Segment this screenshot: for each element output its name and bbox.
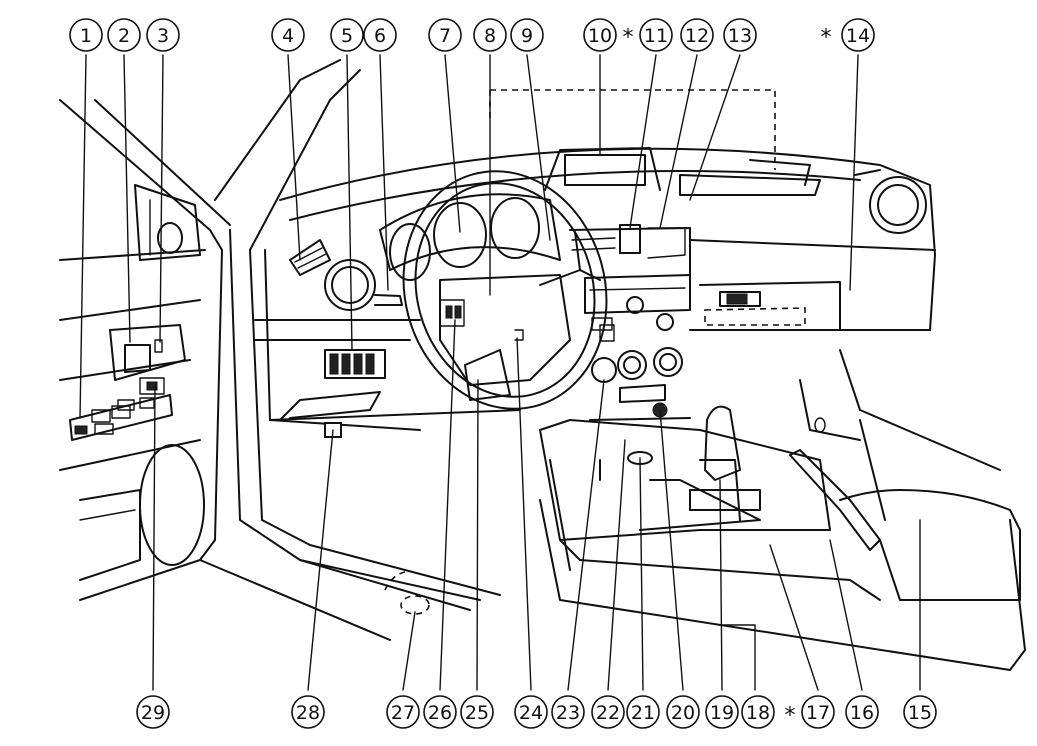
handbrake bbox=[789, 449, 1021, 601]
callout-4-label: 4 bbox=[282, 25, 294, 47]
callout-17: 17 bbox=[801, 695, 835, 729]
callout-12: 12 bbox=[680, 18, 714, 52]
callout-3-label: 3 bbox=[157, 25, 169, 47]
callout-24: 24 bbox=[514, 695, 548, 729]
callout-9: 9 bbox=[510, 18, 544, 52]
a-pillar bbox=[199, 59, 501, 641]
callout-19: 19 bbox=[705, 695, 739, 729]
callout-7: 7 bbox=[428, 18, 462, 52]
callout-23: 23 bbox=[551, 695, 585, 729]
callout-2-label: 2 bbox=[118, 25, 130, 47]
callout-18: 18 bbox=[741, 695, 775, 729]
callout-22-label: 22 bbox=[596, 702, 620, 724]
callout-8-label: 8 bbox=[484, 25, 496, 47]
callout-20: 20 bbox=[666, 695, 700, 729]
callout-14: 14 bbox=[841, 18, 875, 52]
callout-6: 6 bbox=[363, 18, 397, 52]
callout-25: 25 bbox=[460, 695, 494, 729]
callout-15: 15 bbox=[903, 695, 937, 729]
callout-13-label: 13 bbox=[728, 25, 752, 47]
callout-21: 21 bbox=[626, 695, 660, 729]
callout-19-label: 19 bbox=[710, 702, 734, 724]
callout-12-label: 12 bbox=[685, 25, 709, 47]
passenger-airbag bbox=[679, 159, 821, 196]
callout-24-label: 24 bbox=[519, 702, 543, 724]
left-air-vent bbox=[289, 239, 331, 276]
callout-16: 16 bbox=[845, 695, 879, 729]
dashboard bbox=[254, 89, 1026, 671]
callout-27: 27 bbox=[386, 695, 420, 729]
callout-29: 29 bbox=[136, 695, 170, 729]
callout-1-label: 1 bbox=[80, 25, 92, 47]
callout-5-label: 5 bbox=[341, 25, 353, 47]
callout-5: 5 bbox=[330, 18, 364, 52]
glove-box bbox=[489, 89, 841, 331]
callout-23-label: 23 bbox=[556, 702, 580, 724]
callout-15-label: 15 bbox=[908, 702, 932, 724]
center-console bbox=[544, 147, 691, 481]
callout-8: 8 bbox=[473, 18, 507, 52]
callout-26: 26 bbox=[423, 695, 457, 729]
callout-20-label: 20 bbox=[671, 702, 695, 724]
callout-11-label: 11 bbox=[644, 25, 668, 47]
instrument-cluster bbox=[379, 193, 561, 281]
asterisk-mark: * bbox=[821, 26, 832, 51]
console-body bbox=[539, 459, 1026, 671]
asterisk-mark: * bbox=[623, 26, 634, 51]
shift-lever bbox=[539, 405, 831, 541]
callout-11: 11 bbox=[639, 18, 673, 52]
callout-6-label: 6 bbox=[374, 25, 386, 47]
callout-14-label: 14 bbox=[846, 25, 870, 47]
callout-21-label: 21 bbox=[631, 702, 655, 724]
callout-29-label: 29 bbox=[141, 702, 165, 724]
callout-2: 2 bbox=[107, 18, 141, 52]
callout-17-label: 17 bbox=[806, 702, 830, 724]
callout-7-label: 7 bbox=[439, 25, 451, 47]
callout-9-label: 9 bbox=[521, 25, 533, 47]
callout-27-label: 27 bbox=[391, 702, 415, 724]
switch-panel-left bbox=[324, 349, 386, 379]
callout-1: 1 bbox=[69, 18, 103, 52]
callout-10-label: 10 bbox=[588, 25, 612, 47]
callout-25-label: 25 bbox=[465, 702, 489, 724]
callout-4: 4 bbox=[271, 18, 305, 52]
asterisk-mark: * bbox=[785, 704, 796, 729]
callout-18-label: 18 bbox=[746, 702, 770, 724]
callout-26-label: 26 bbox=[428, 702, 452, 724]
callout-16-label: 16 bbox=[850, 702, 874, 724]
callout-13: 13 bbox=[723, 18, 757, 52]
callout-10: 10 bbox=[583, 18, 617, 52]
leader-lines bbox=[79, 54, 921, 691]
callout-3: 3 bbox=[146, 18, 180, 52]
right-air-vent bbox=[854, 169, 927, 234]
callout-28: 28 bbox=[291, 695, 325, 729]
callout-22: 22 bbox=[591, 695, 625, 729]
window-switch-panel bbox=[69, 394, 173, 441]
callout-28-label: 28 bbox=[296, 702, 320, 724]
door-panel bbox=[59, 99, 231, 601]
